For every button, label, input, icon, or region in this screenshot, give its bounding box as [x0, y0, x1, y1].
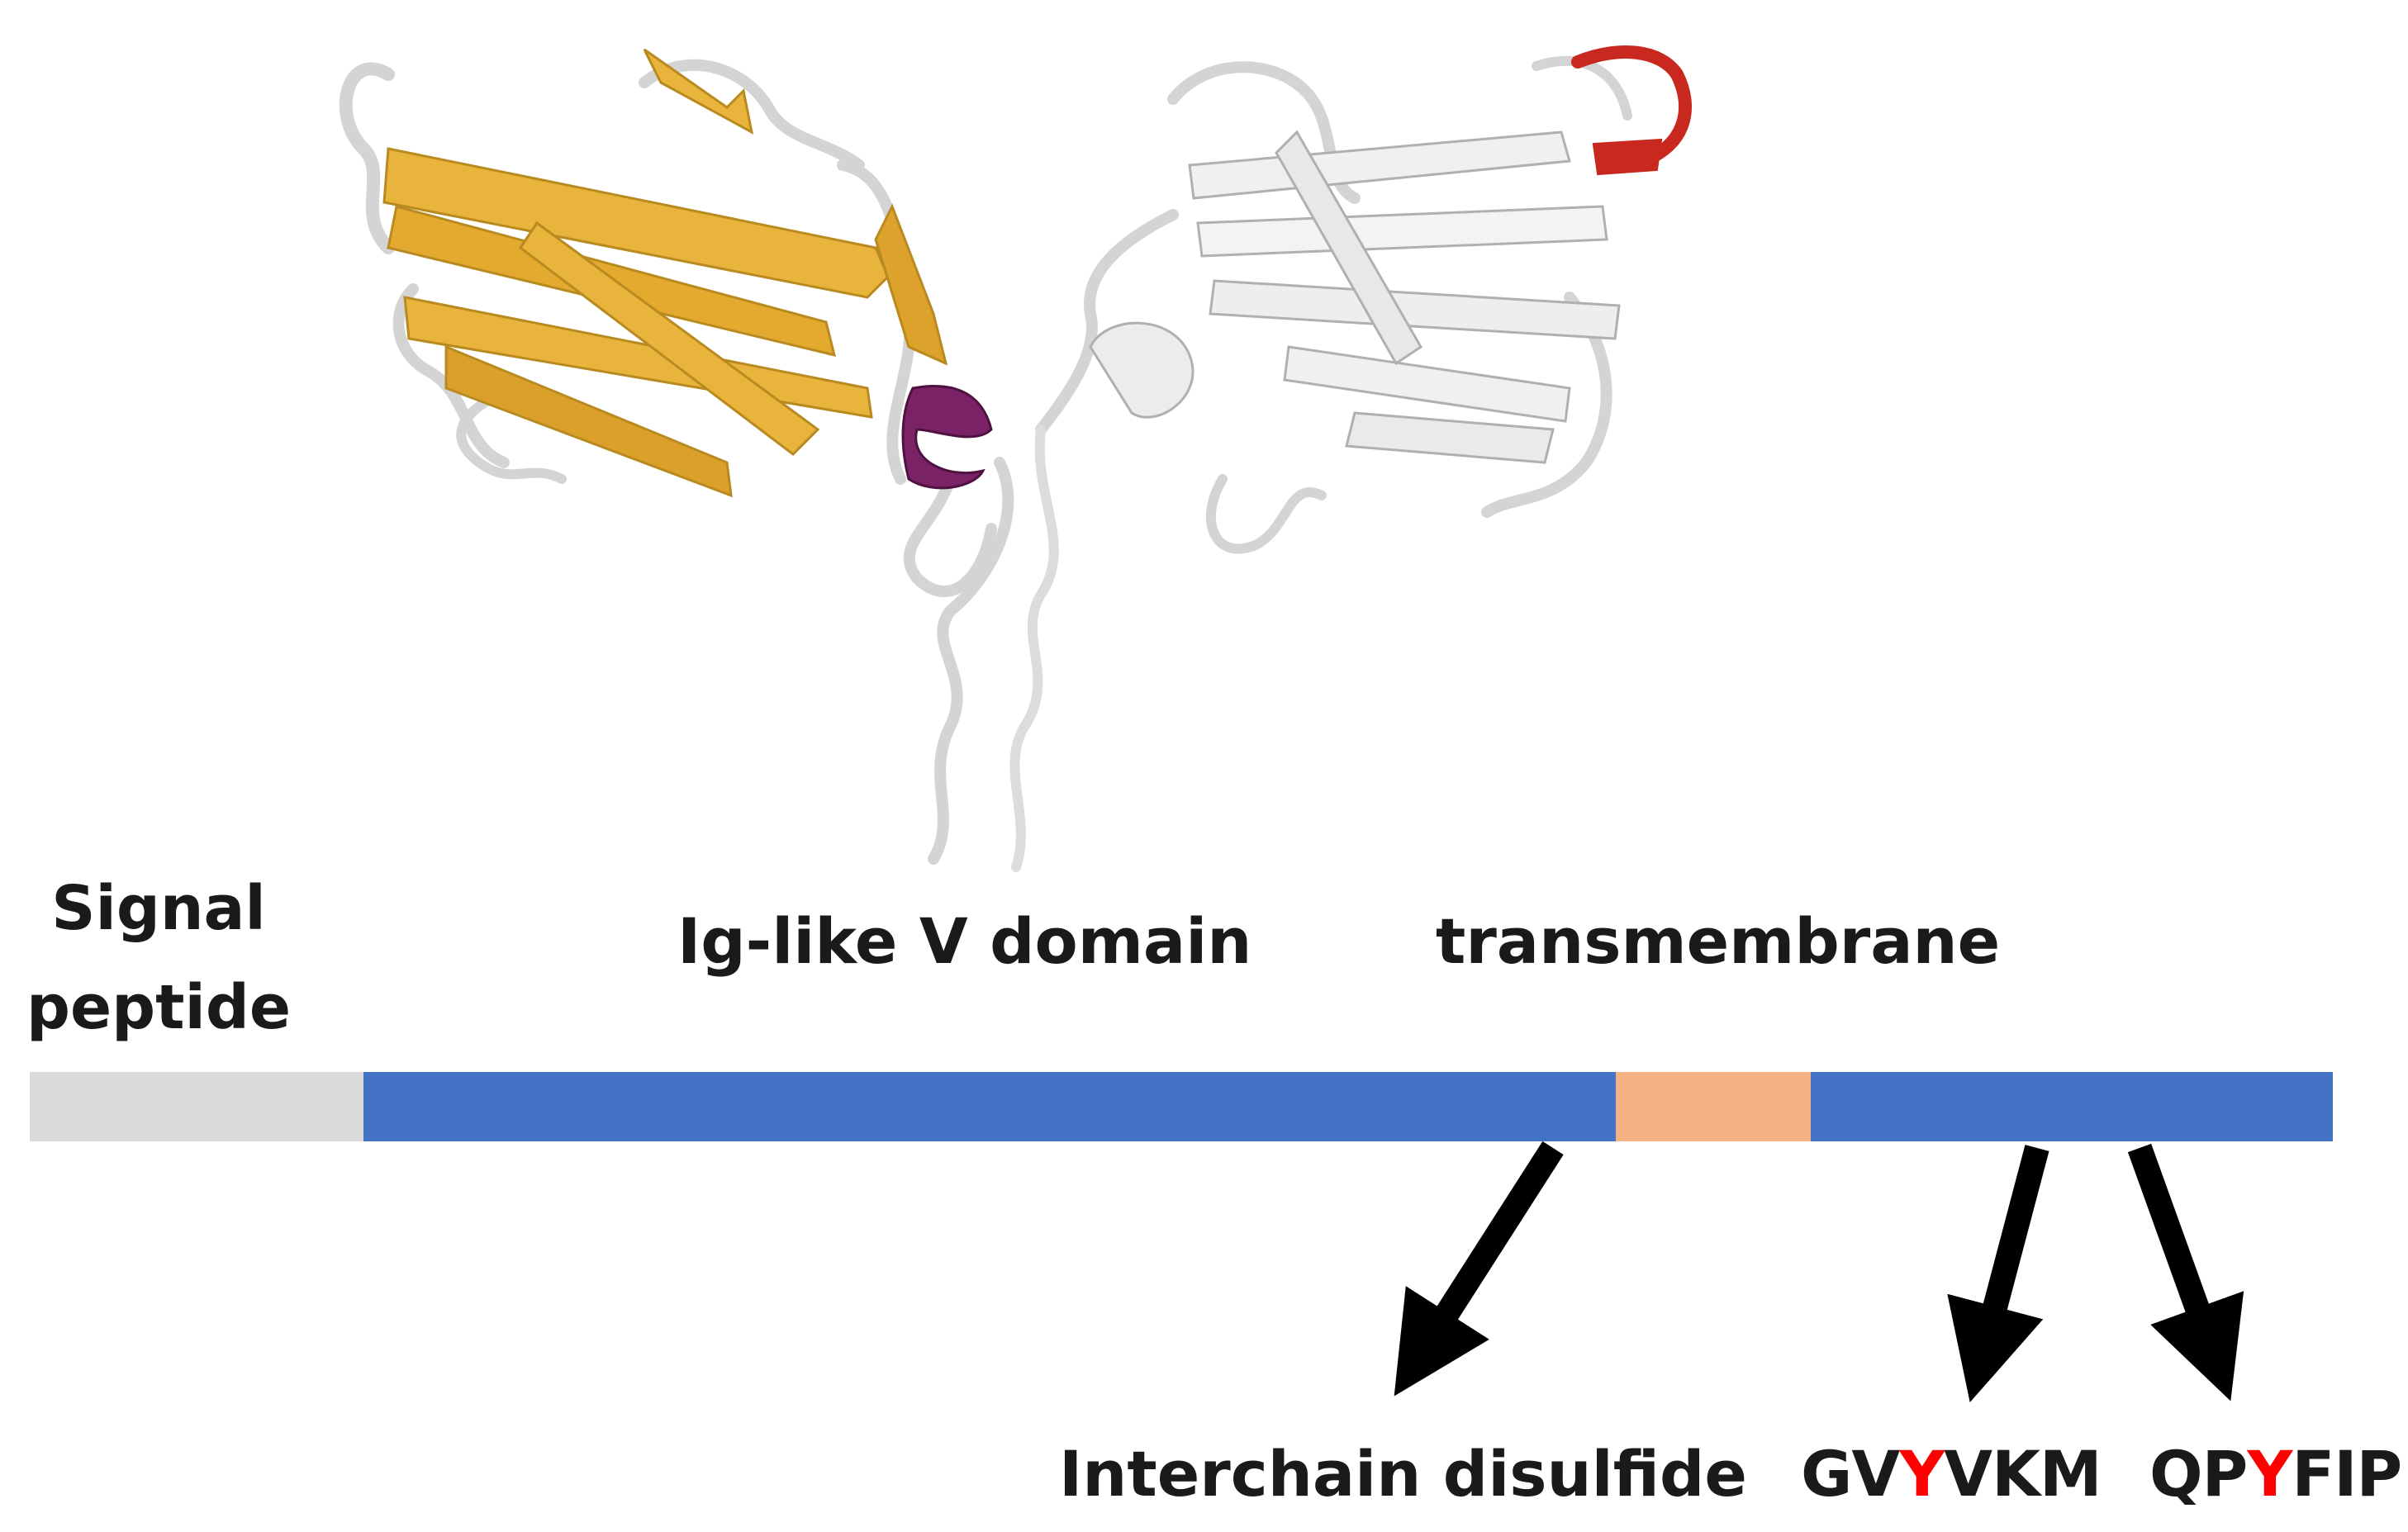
segment-signal-peptide — [30, 1072, 363, 1141]
arrow-motif1 — [1947, 1145, 2049, 1403]
motif-qpyfip-post: FIP — [2292, 1437, 2402, 1511]
motif-qpyfip-pre: QP — [2149, 1437, 2248, 1511]
signal-peptide-label-line1: Signal — [51, 873, 266, 944]
segment-ig-like-v-domain — [363, 1072, 1616, 1141]
arrow-disulfide — [1394, 1141, 1564, 1397]
segment-cytoplasmic — [1811, 1072, 2333, 1141]
transmembrane-label: transmembrane — [1436, 904, 2001, 978]
signal-peptide-label: Signal peptide — [18, 859, 299, 1057]
motif-gvyvkm-pre: GV — [1801, 1437, 1900, 1511]
ribbon-left-domain — [339, 59, 997, 598]
beta-strands-gold — [382, 48, 948, 498]
motif-gvyvkm-post: VKM — [1944, 1437, 2102, 1511]
disulfide-label: Interchain disulfide — [1059, 1437, 1747, 1511]
motif-gvyvkm: GVYVKM — [1801, 1437, 2102, 1511]
helix-purple — [901, 384, 993, 490]
motif-qpyfip: QPYFIP — [2149, 1437, 2402, 1511]
loop-red — [1571, 45, 1692, 176]
arrow-motif2 — [2127, 1143, 2244, 1402]
linker-tail — [928, 425, 1059, 872]
motif-qpyfip-tyrosine: Y — [2247, 1437, 2292, 1511]
ig-domain-label: Ig-like V domain — [677, 904, 1252, 978]
beta-strands-white — [1089, 130, 1621, 464]
signal-peptide-label-line2: peptide — [26, 972, 292, 1043]
motif-gvyvkm-tyrosine: Y — [1899, 1437, 1945, 1511]
segment-transmembrane — [1616, 1072, 1811, 1141]
